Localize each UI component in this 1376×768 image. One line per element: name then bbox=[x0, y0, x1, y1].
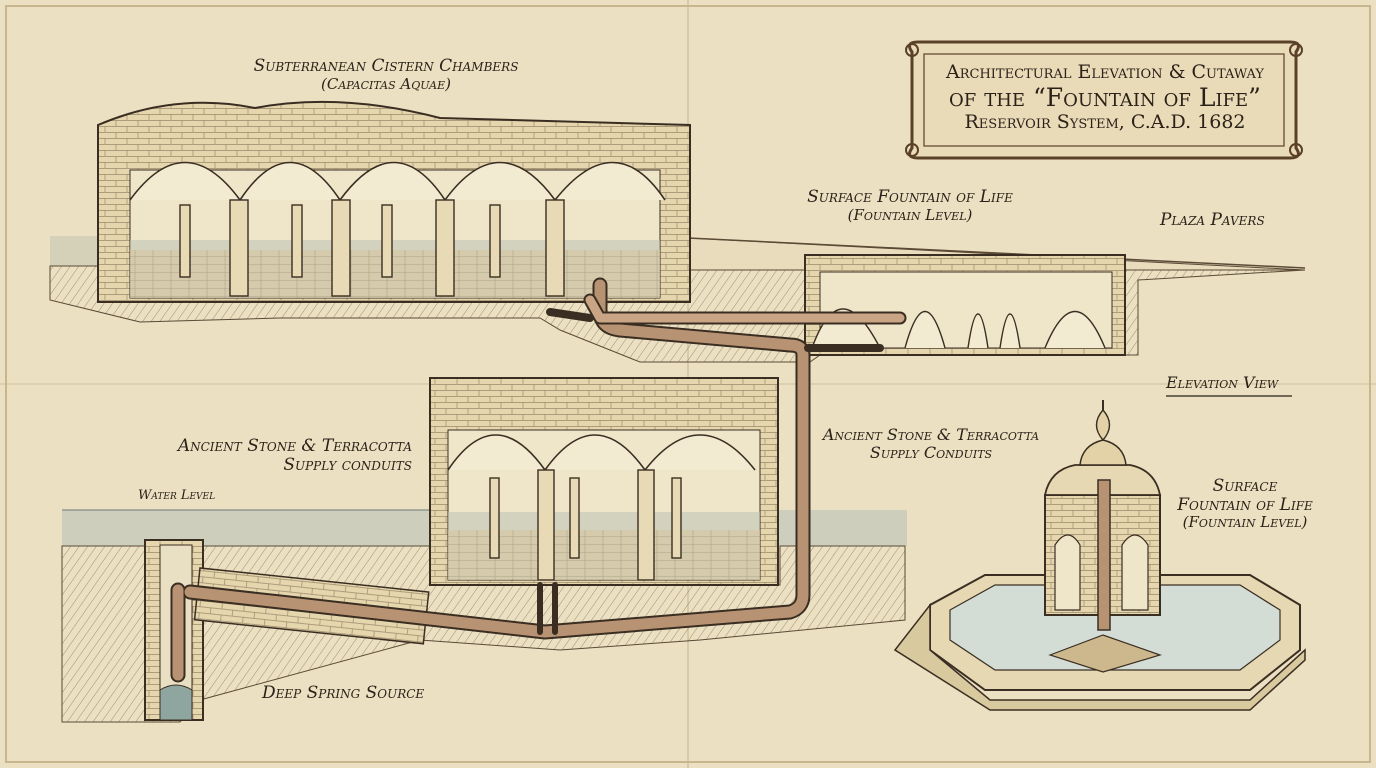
fountain-line-1: Surface bbox=[1212, 476, 1278, 496]
title-line-1: Architectural Elevation & Cutaway bbox=[946, 60, 1264, 83]
fountain-line-3: (Fountain Level) bbox=[1182, 513, 1308, 532]
spring-label: Deep Spring Source bbox=[262, 683, 425, 703]
fountain-illustration bbox=[893, 400, 1306, 711]
elevation-view-label: Elevation View bbox=[1166, 373, 1279, 392]
conduit-pipes bbox=[170, 277, 907, 683]
surface-subtitle: (Fountain Level) bbox=[847, 205, 973, 224]
title-line-3: Reservoir System, C.A.D. 1682 bbox=[964, 111, 1246, 134]
water-level-label: Water Level bbox=[138, 488, 216, 503]
paper-border bbox=[5, 5, 1371, 763]
lower-cistern bbox=[429, 377, 779, 586]
plaza-label: Plaza Pavers bbox=[1160, 210, 1265, 230]
conduits-left-line-2: Supply conduits bbox=[283, 454, 412, 475]
conduits-right-label: Ancient Stone & Terracotta Supply Condui… bbox=[815, 426, 1047, 461]
diagram-title: Architectural Elevation & Cutaway of the… bbox=[912, 48, 1298, 148]
surface-fountain-cutaway bbox=[804, 254, 1126, 356]
title-line-2: of the “Fountain of Life” bbox=[949, 82, 1261, 112]
surface-label: Surface Fountain of Life (Fountain Level… bbox=[790, 188, 1030, 223]
conduits-left-label: Ancient Stone & Terracotta Supply condui… bbox=[140, 437, 412, 474]
conduits-right-line-2: Supply Conduits bbox=[869, 442, 993, 462]
cistern-title: Subterranean Cistern Chambers bbox=[253, 56, 519, 76]
conduits-left-line-1: Ancient Stone & Terracotta bbox=[177, 436, 412, 456]
cistern-subtitle: (Capacitas Aquae) bbox=[321, 74, 451, 93]
fountain-label: Surface Fountain of Life (Fountain Level… bbox=[1170, 477, 1320, 531]
conduits-right-line-1: Ancient Stone & Terracotta bbox=[822, 425, 1040, 444]
surface-title: Surface Fountain of Life bbox=[807, 187, 1013, 207]
cistern-label: Subterranean Cistern Chambers (Capacitas… bbox=[236, 57, 536, 92]
fountain-line-2: Fountain of Life bbox=[1177, 494, 1313, 515]
title-cartouche bbox=[905, 40, 1303, 160]
upper-cistern bbox=[97, 100, 691, 303]
